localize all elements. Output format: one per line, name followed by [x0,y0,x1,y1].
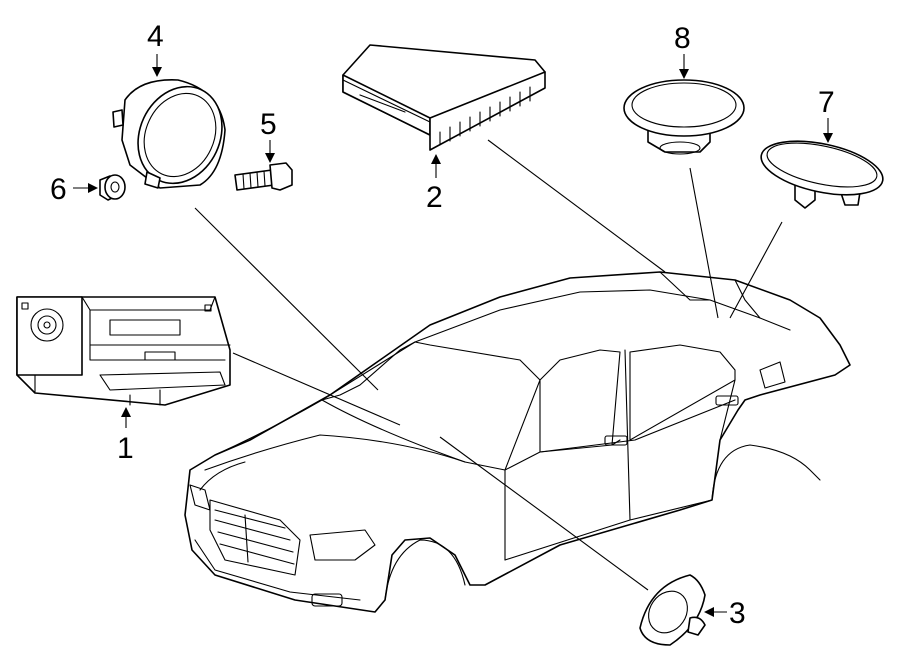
callout-arrows [73,54,833,617]
vehicle-body [184,271,851,613]
callout-8: 8 [674,22,691,55]
rear-speaker-round [623,79,745,155]
callout-2: 2 [426,181,443,214]
callout-labels: 1 2 3 4 5 6 7 8 [50,20,835,630]
radio-receiver [16,296,231,406]
mounting-bolt [234,162,293,191]
callout-5: 5 [260,108,277,141]
callout-4: 4 [147,20,164,53]
leader-lines [194,139,783,591]
callout-7: 7 [818,86,835,119]
callout-3: 3 [729,597,746,630]
callout-1: 1 [117,432,134,465]
amplifier-module [342,44,546,151]
tweeter-speaker [639,574,706,646]
callout-6: 6 [50,173,67,206]
rear-speaker-oval [760,140,884,209]
nut [99,174,126,201]
door-speaker [112,79,226,189]
